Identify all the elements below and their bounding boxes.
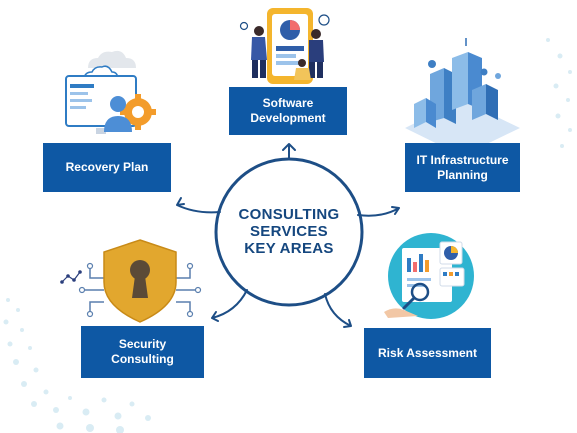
arrow-up xyxy=(282,143,296,160)
arrow-upper-left xyxy=(176,197,221,214)
arrow-lower-left xyxy=(211,289,248,322)
connector-arrows xyxy=(176,143,400,328)
security-consulting-illustration xyxy=(60,239,202,323)
risk-assessment-illustration xyxy=(384,233,474,319)
risk-assessment-box: Risk Assessment xyxy=(364,328,491,378)
software-development-illustration xyxy=(239,8,330,84)
software-development-box: Software Development xyxy=(229,87,347,135)
dot-pattern-decoration xyxy=(3,38,572,433)
arrow-lower-right xyxy=(324,293,352,328)
recovery-plan-illustration xyxy=(65,50,156,134)
it-infrastructure-illustration xyxy=(405,38,520,156)
center-title: CONSULTING SERVICES KEY AREAS xyxy=(238,206,340,257)
recovery-plan-box: Recovery Plan xyxy=(43,143,171,192)
it-infrastructure-box: IT Infrastructure Planning xyxy=(405,143,520,192)
security-consulting-box: Security Consulting xyxy=(81,326,204,378)
arrow-upper-right xyxy=(357,206,400,217)
